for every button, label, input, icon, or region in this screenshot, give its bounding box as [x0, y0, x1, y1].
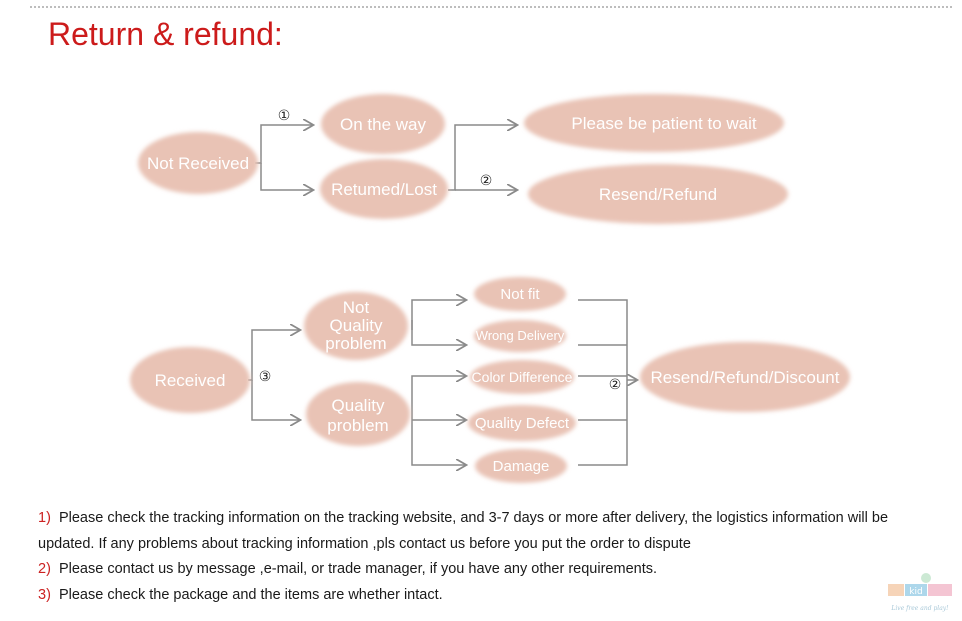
svg-text:Resend/Refund: Resend/Refund — [599, 185, 717, 204]
svg-text:On the way: On the way — [340, 115, 426, 134]
svg-text:problem: problem — [327, 416, 388, 435]
dotted-divider — [30, 6, 952, 12]
node-not-quality-problem: Not Quality problem — [304, 292, 408, 360]
node-not-fit: Not fit — [474, 277, 566, 311]
page-title: Return & refund: — [48, 16, 283, 52]
svg-text:Damage: Damage — [493, 458, 550, 475]
step-marker-2-top: ② — [480, 173, 493, 189]
svg-text:Not: Not — [343, 298, 370, 317]
node-returned-lost: Retumed/Lost — [320, 159, 448, 219]
svg-text:Wrong Delivery: Wrong Delivery — [476, 328, 565, 343]
svg-text:Not Received: Not Received — [147, 154, 249, 173]
svg-text:Please be patient to wait: Please be patient to wait — [571, 114, 757, 133]
svg-text:Live free and play!: Live free and play! — [890, 605, 949, 612]
node-resend-refund-discount: Resend/Refund/Discount — [640, 342, 850, 412]
svg-text:Quality: Quality — [332, 396, 385, 415]
svg-text:Quality: Quality — [330, 316, 383, 335]
svg-text:problem: problem — [325, 334, 386, 353]
node-wrong-delivery: Wrong Delivery — [474, 320, 566, 352]
note-item: 1) Please check the tracking information… — [38, 510, 889, 552]
svg-text:Not fit: Not fit — [500, 286, 540, 303]
node-color-difference: Color Difference — [470, 360, 574, 394]
step-marker-3: ③ — [259, 369, 272, 385]
svg-text:Resend/Refund/Discount: Resend/Refund/Discount — [650, 368, 839, 387]
svg-text:Retumed/Lost: Retumed/Lost — [331, 180, 437, 199]
svg-text:Quality Defect: Quality Defect — [475, 415, 570, 432]
node-quality-problem: Quality problem — [306, 382, 410, 446]
svg-text:kid: kid — [909, 587, 922, 597]
brand-watermark-logo: kid Live free and play! — [888, 573, 952, 612]
note-item: 2) Please contact us by message ,e-mail,… — [38, 561, 658, 577]
step-marker-1: ① — [278, 108, 291, 124]
node-damage: Damage — [475, 449, 567, 483]
svg-text:Color Difference: Color Difference — [472, 369, 573, 385]
node-resend-refund: Resend/Refund — [528, 164, 788, 224]
node-on-the-way: On the way — [321, 94, 445, 154]
notes-list: 1) Please check the tracking information… — [38, 506, 948, 608]
connector-lines — [248, 125, 636, 465]
step-marker-2-bottom: ② — [609, 377, 622, 393]
node-patient-wait: Please be patient to wait — [524, 94, 784, 152]
svg-text:Received: Received — [155, 371, 226, 390]
node-quality-defect: Quality Defect — [468, 405, 576, 441]
node-received: Received — [130, 347, 250, 413]
note-item: 3) Please check the package and the item… — [38, 586, 443, 603]
node-not-received: Not Received — [138, 132, 258, 194]
